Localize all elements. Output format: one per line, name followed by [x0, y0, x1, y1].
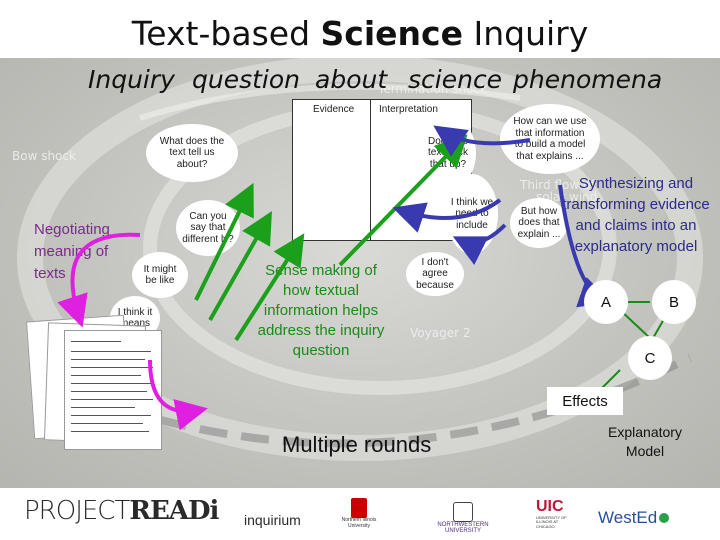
doc-line	[71, 423, 143, 424]
bubble-it-might-label: It might be like	[143, 263, 177, 287]
title-prefix: Text-based	[131, 14, 321, 53]
bow-shock-label: Bow shock	[12, 149, 76, 163]
niu-name: Northern Illinois University	[341, 517, 377, 529]
northwestern-logo: NORTHWESTERN UNIVERSITY	[424, 502, 502, 534]
sense-making-text: Sense making of how textual information …	[257, 262, 385, 359]
question-word: question	[192, 65, 301, 94]
slide-title: Text-based Science Inquiry	[0, 14, 720, 53]
project-readi-logo: PROJECTREADi	[24, 496, 219, 526]
bubble-does-text-label: Does the text back that up?	[427, 135, 469, 170]
doc-line	[71, 375, 141, 376]
model-node-a: A	[584, 280, 628, 324]
text-document-front	[64, 330, 162, 450]
phenomena-word: phenomena	[513, 65, 663, 94]
doc-line	[71, 431, 149, 432]
negotiating-meaning-text: Negotiating meaning of texts	[34, 221, 110, 282]
wested-wordmark: WestEd	[598, 508, 658, 527]
multiple-rounds-text: Multiple rounds	[282, 432, 432, 457]
project-word: PROJECT	[24, 496, 130, 526]
synthesizing-text: Synthesizing and transforming evidence a…	[562, 175, 710, 255]
uic-logo: UIC UNIVERSITY OF ILLINOIS AT CHICAGO	[536, 498, 570, 529]
doc-line	[71, 407, 135, 408]
uic-wordmark: UIC	[536, 498, 564, 515]
uic-subtitle: UNIVERSITY OF ILLINOIS AT CHICAGO	[536, 515, 567, 529]
doc-line	[71, 383, 151, 384]
termination-shock-label: Termination shock	[378, 82, 487, 96]
bubble-i-think-include-label: I think we need to include	[450, 196, 494, 231]
wested-logo: WestEd	[598, 508, 670, 528]
readi-word: READi	[129, 496, 219, 526]
explanatory-model-label: Explanatory Model	[608, 424, 682, 459]
bubble-dont-agree: I don't agree because	[406, 252, 464, 296]
northwestern-seal-icon	[453, 502, 473, 522]
doc-line	[71, 399, 153, 400]
doc-line	[71, 415, 151, 416]
model-node-c: C	[628, 336, 672, 380]
bubble-what-text: What does the text tell us about?	[146, 124, 238, 182]
bubble-i-think-include: I think we need to include	[446, 174, 498, 254]
bubble-how-can: How can we use that information to build…	[500, 104, 600, 174]
evidence-header: Evidence	[313, 104, 355, 115]
doc-line	[71, 391, 147, 392]
bubble-but-how-label: But how does that explain ...	[517, 205, 561, 240]
logo-footer: PROJECTREADi inquirium Northern Illinois…	[0, 490, 720, 540]
inquirium-logo: inquirium	[244, 512, 301, 528]
bubble-how-can-label: How can we use that information to build…	[513, 116, 587, 162]
bubble-it-might: It might be like	[132, 252, 188, 298]
doc-line	[71, 351, 151, 352]
voyager2-label: Voyager 2	[410, 326, 471, 340]
bubble-what-text-label: What does the text tell us about?	[159, 135, 225, 170]
doc-line	[71, 367, 153, 368]
title-bold: Science	[320, 14, 463, 53]
doc-line	[71, 341, 121, 342]
science-word: science	[408, 65, 503, 94]
niu-logo: Northern Illinois University	[336, 498, 382, 529]
bubble-dont-agree-label: I don't agree because	[416, 256, 454, 291]
doc-line	[71, 359, 145, 360]
inquiry-word: Inquiry	[88, 65, 175, 94]
niu-seal-icon	[351, 498, 367, 518]
northwestern-name: NORTHWESTERN UNIVERSITY	[437, 522, 489, 534]
title-suffix: Inquiry	[462, 14, 589, 53]
bubble-can-you: Can you say that different ly?	[176, 200, 240, 256]
interpretation-header: Interpretation	[379, 104, 438, 115]
model-node-b: B	[652, 280, 696, 324]
effects-box: Effects	[547, 387, 623, 415]
bubble-can-you-label: Can you say that different ly?	[182, 210, 234, 245]
table-divider	[370, 100, 371, 240]
about-word: about	[315, 65, 388, 94]
wested-globe-icon	[659, 513, 670, 523]
